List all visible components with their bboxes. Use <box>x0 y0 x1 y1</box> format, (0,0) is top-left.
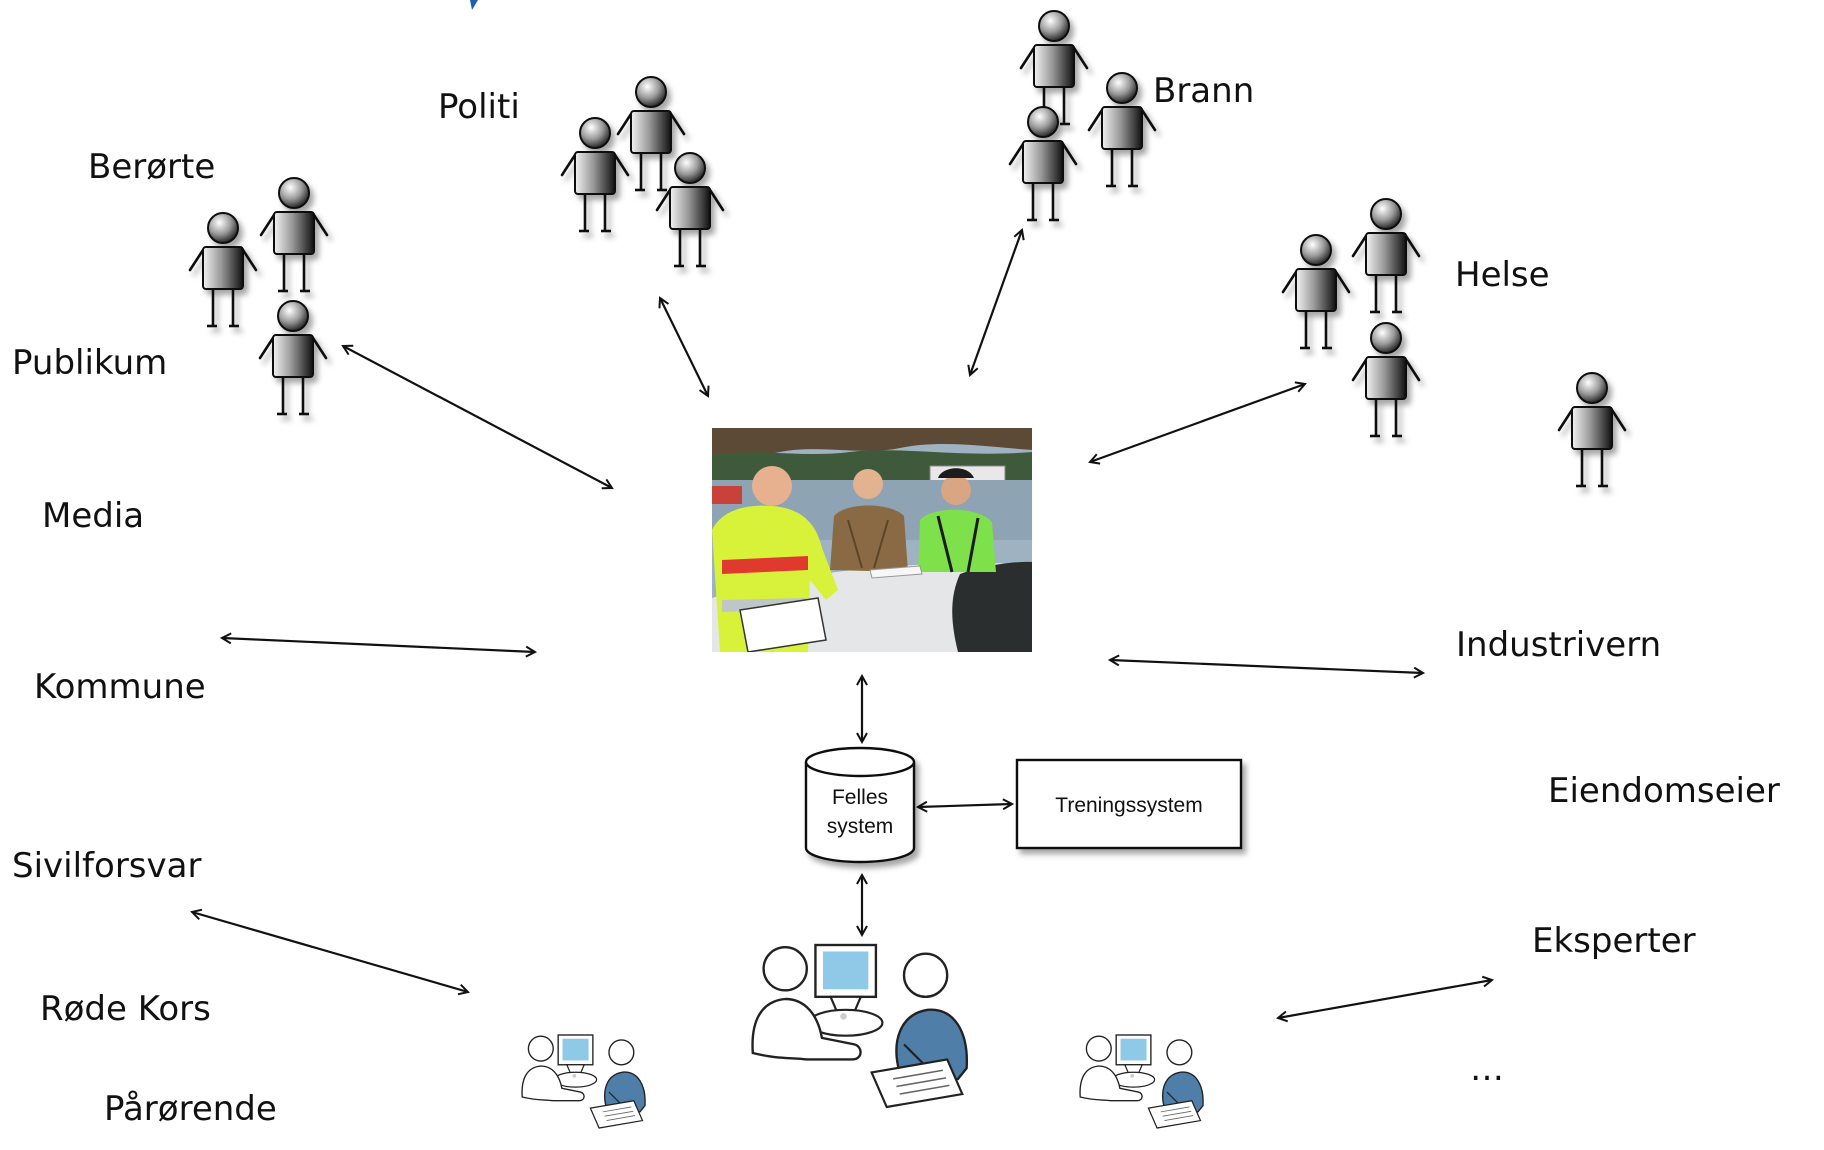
label-parorende: Pårørende <box>104 1089 277 1129</box>
felles-system-database <box>804 746 916 864</box>
label-eiendomseier: Eiendomseier <box>1548 771 1780 811</box>
arrow-helse <box>1090 384 1305 462</box>
label-publikum: Publikum <box>12 343 167 383</box>
berorte-figures <box>188 176 329 416</box>
treningssystem-label: Treningssystem <box>1055 794 1202 817</box>
label-ellipsis: … <box>1470 1049 1504 1089</box>
label-industrivern: Industrivern <box>1456 625 1661 665</box>
arrow-system-training <box>918 804 1012 807</box>
politi-figures <box>560 75 725 268</box>
brann-figures <box>1008 9 1157 222</box>
label-rode-kors: Røde Kors <box>40 989 211 1029</box>
arrow-eksperter <box>1278 980 1492 1018</box>
title-fragment <box>470 0 478 10</box>
arrow-politi <box>660 298 708 396</box>
system-line1: Felles <box>832 786 888 809</box>
central-operators <box>751 943 969 1109</box>
left-operators <box>521 1034 646 1129</box>
arrow-sivilforsvar <box>192 912 468 992</box>
label-berorte: Berørte <box>88 147 215 187</box>
label-media: Media <box>42 496 144 536</box>
system-line2: system <box>827 815 894 838</box>
treningssystem-box <box>1015 758 1243 850</box>
arrow-kommune <box>222 638 535 652</box>
label-politi: Politi <box>438 87 520 127</box>
label-helse: Helse <box>1455 255 1550 295</box>
arrow-brann <box>970 230 1022 375</box>
helse-figures <box>1281 197 1627 488</box>
arrow-publikum <box>343 346 612 488</box>
incident-photo <box>712 428 1032 652</box>
label-brann: Brann <box>1153 71 1254 111</box>
label-eksperter: Eksperter <box>1532 921 1696 961</box>
right-operators <box>1079 1034 1204 1129</box>
connection-arrows <box>192 230 1492 1018</box>
label-kommune: Kommune <box>34 667 206 707</box>
arrow-industrivern <box>1110 660 1423 673</box>
label-sivilforsvar: Sivilforsvar <box>12 846 201 886</box>
